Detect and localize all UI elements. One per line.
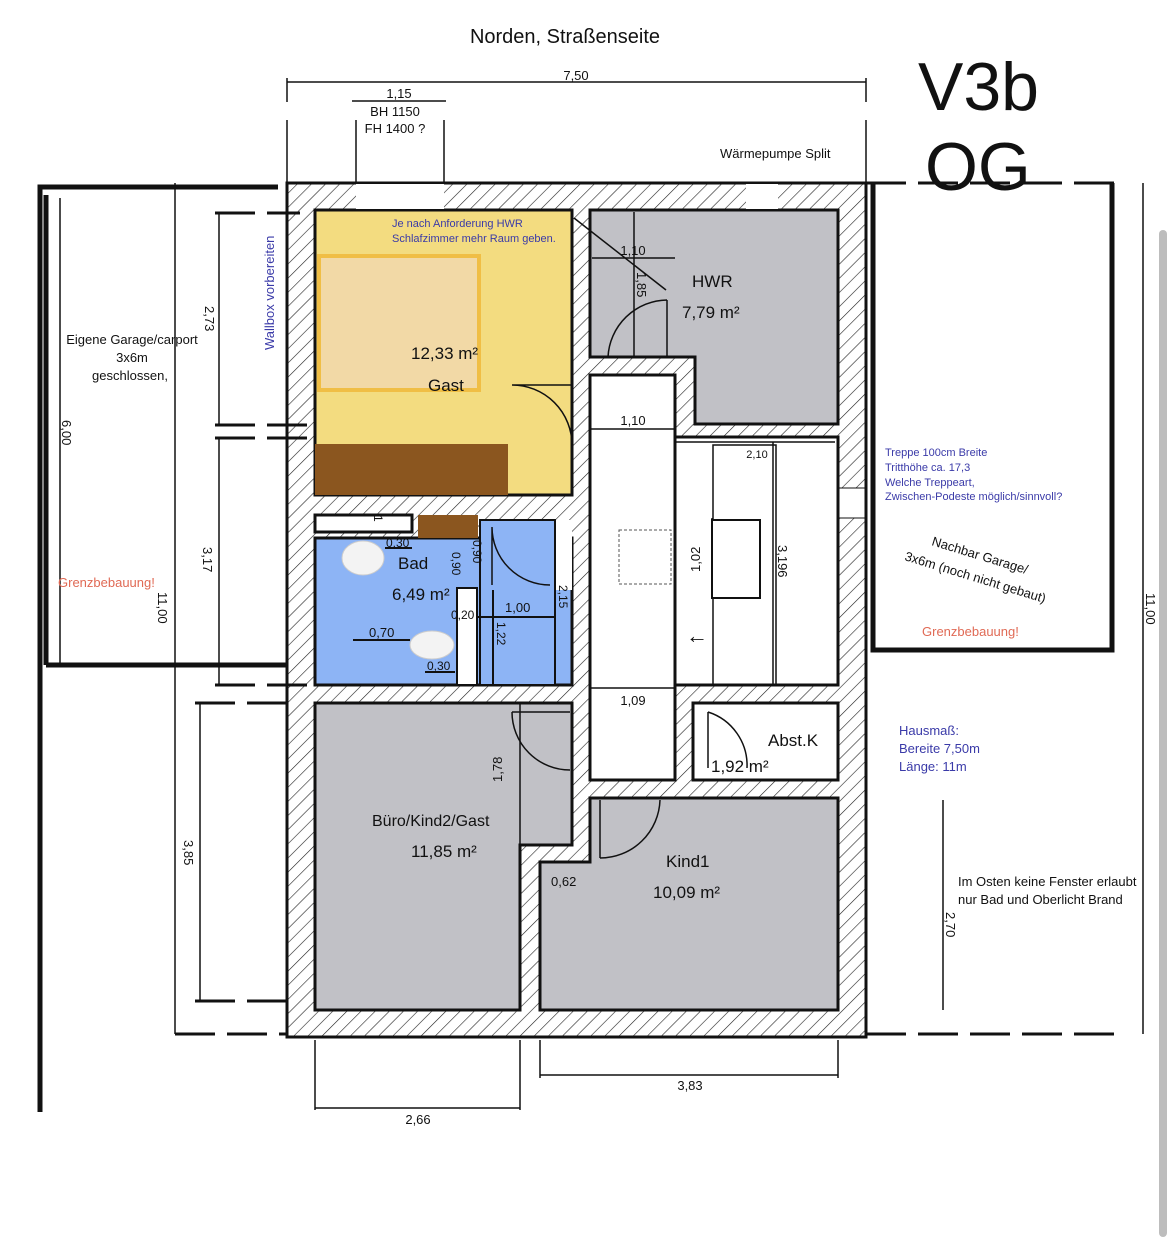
house-note-3: Länge: 11m [899,759,967,774]
stairs-note-3: Welche Treppeart, [885,477,975,489]
bad-wall [456,587,478,686]
dim-stair-inner: 1,02 [688,547,703,572]
dim-kind1-offset: 0,62 [551,874,576,889]
dim-hwr-width: 1,10 [620,243,645,258]
wallbox-note: Wallbox vorbereiten [262,236,277,350]
door-kind1 [599,799,661,859]
window-hwr [746,184,778,209]
door-abstk [707,711,748,769]
dim-bad-1: 1 [371,515,385,522]
plan-title: Norden, Straßenseite [470,26,660,48]
window-note-fh: FH 1400 ? [365,121,426,136]
house-note-2: Bereite 7,50m [899,741,980,756]
dim-total-width: 7,50 [563,68,588,83]
floor-label: OG [925,129,1031,205]
garage-right [870,183,1115,653]
dim-kind1-height: 2,70 [943,912,958,937]
dim-bad-height: 3,17 [200,547,215,572]
sink-icon [341,540,385,576]
border-left: Grenzbebauung! [58,575,155,590]
house-note-1: Hausmaß: [899,723,959,738]
toilet-icon [409,630,455,660]
dim-length-left: 11,00 [155,592,170,624]
version-label: V3b [918,49,1039,125]
dim-length-right: 11,00 [1143,593,1158,625]
dimension-lines [59,78,1144,1110]
door-closet [511,711,571,771]
east-note-1: Im Osten keine Fenster erlaubt [958,874,1137,889]
window-east [838,487,866,519]
dim-corridor-bottom: 1,09 [620,693,645,708]
dim-stair-width: 2,10 [746,449,767,461]
garage-left [37,184,287,1112]
garage-own-3: geschlossen, [92,368,168,383]
stairs-note-2: Tritthöhe ca. 17,3 [885,462,970,474]
dim-corridor-top: 1,10 [620,413,645,428]
stair-arrow: ← [686,623,708,648]
dim-kind1-width: 3,83 [677,1078,702,1093]
room-hwr [588,208,840,426]
dim-buero-height: 3,85 [181,840,196,865]
door-hwr [607,299,668,358]
dim-hwr-door: 1,85 [634,272,649,297]
stair-core [711,519,761,599]
dim-bad-100: 1,00 [505,600,530,615]
hwr-area: 7,79 m² [682,303,740,322]
kind1-name: Kind1 [666,852,709,871]
scrollbar[interactable] [1159,230,1167,1237]
buero-name: Büro/Kind2/Gast [372,813,490,830]
dim-bad-090b: 0,90 [449,552,463,576]
door-bad [491,526,551,586]
skylight [618,529,672,585]
bed [317,254,481,392]
east-note-2: nur Bad und Oberlicht Brand [958,892,1123,907]
kind1-area: 10,09 m² [653,883,720,902]
dim-stair-length: 3,196 [775,545,790,578]
bad-area: 6,49 m² [392,585,450,604]
hwr-note-2: Schlafzimmer mehr Raum geben. [392,233,556,245]
garage-right-dash [866,181,1120,1036]
dim-window-width: 1,15 [386,86,411,101]
window-north [356,184,444,209]
garage-own-2: 3x6m [116,350,148,365]
hwr-note-1: Je nach Anforderung HWR [392,218,523,230]
dim-bad-020: 0,20 [451,608,475,622]
dim-garage-left: 6,00 [59,420,74,445]
gast-name: Gast [428,376,464,395]
abstk-area: 1,92 m² [711,757,769,776]
bad-shelf [313,513,414,534]
stairs-note-4: Zwischen-Podeste möglich/sinnvoll? [885,491,1062,503]
dim-gast-height: 2,73 [202,306,217,331]
east-window [555,520,572,590]
bad-name: Bad [398,554,428,573]
stairs-note-1: Treppe 100cm Breite [885,447,987,459]
buero-area: 11,85 m² [411,842,477,861]
dim-bad-070: 0,70 [369,625,394,640]
wardrobe [315,444,508,495]
dim-bad-122: 1,22 [494,622,508,646]
dash-lines-left [175,211,315,1036]
dim-closet: 1,78 [490,757,505,782]
dim-bad-090: 0,90 [470,540,484,564]
garage-own-1: Eigene Garage/carport [66,332,198,347]
window-note-bh: BH 1150 [370,104,420,119]
dim-buero-width: 2,66 [405,1112,430,1127]
dim-bad-215: 2,15 [556,585,570,609]
heat-pump-label: Wärmepumpe Split [720,146,831,161]
border-right: Grenzbebauung! [922,624,1019,639]
bad-brown [418,515,478,538]
corridor [588,373,677,782]
gast-area: 12,33 m² [411,344,478,363]
dim-bad-030b: 0,30 [427,659,451,673]
bad-dimension-lines [353,520,556,685]
abstk-name: Abst.K [768,731,819,750]
hwr-name: HWR [692,272,733,291]
dim-bad-030a: 0,30 [386,536,410,550]
door-gast [511,384,573,446]
